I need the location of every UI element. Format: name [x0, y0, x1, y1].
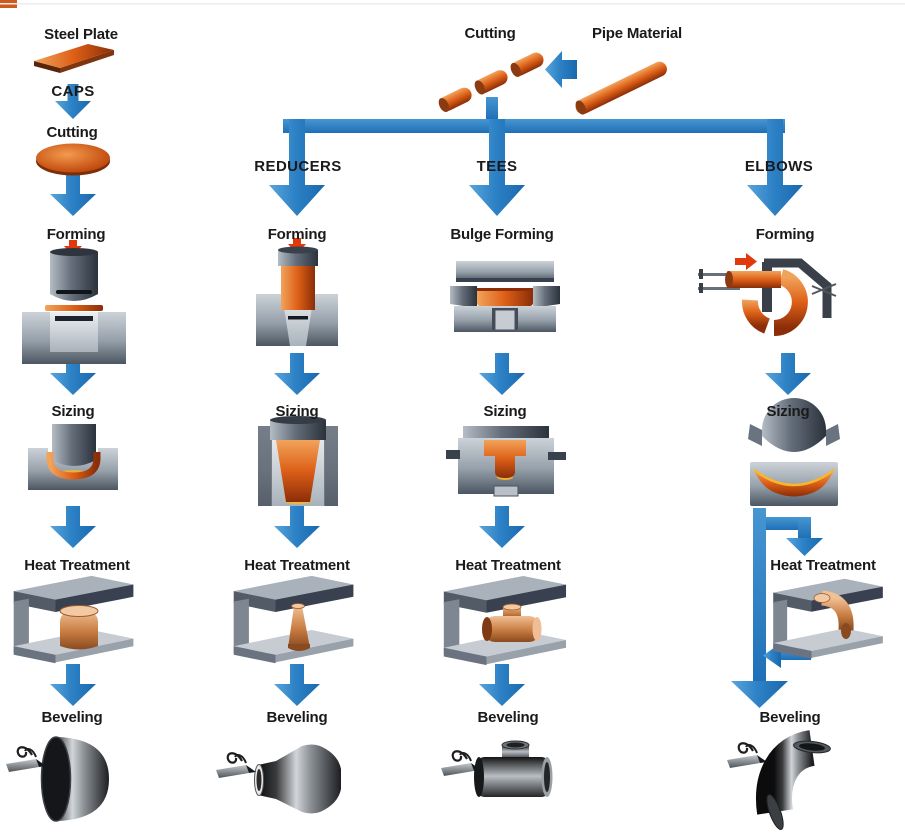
tees-sizing-to-heat-arrow-icon	[479, 506, 525, 548]
elbows-sizing-label: Sizing	[766, 403, 810, 420]
elbows-branch-arrow-icon	[747, 119, 803, 216]
caps-heat-treatment-label: Heat Treatment	[24, 557, 130, 574]
flow-connectors	[50, 51, 823, 708]
caps-forming-to-sizing-arrow-icon	[50, 353, 96, 395]
distribution-bar	[283, 119, 785, 133]
reducers-heat-treatment-label: Heat Treatment	[244, 557, 350, 574]
caps-heat-treatment-furnace-illustration	[13, 575, 134, 664]
top-edge-line	[0, 3, 905, 5]
steel-plate-illustration	[34, 44, 114, 73]
reducers-sizing-to-heat-arrow-icon	[274, 506, 320, 548]
tees-heat-to-beveling-arrow-icon	[479, 664, 525, 706]
header-pipe-material-label: Pipe Material	[592, 25, 682, 42]
feed-line	[486, 97, 498, 120]
press-direction-red-arrow-icon	[735, 253, 757, 270]
reducers-forming-label: Forming	[267, 226, 327, 243]
pipe-material-illustration	[575, 61, 667, 115]
left-arrow-icon	[545, 51, 577, 88]
beveling-tool-icon	[214, 752, 258, 780]
caps-sizing-press-illustration	[28, 424, 118, 490]
caps-sizing-to-heat-arrow-icon	[50, 506, 96, 548]
caps-beveling-label: Beveling	[41, 709, 103, 726]
tees-forming-label: Bulge Forming	[450, 226, 554, 243]
caps-cutting-disc-illustration	[36, 143, 110, 176]
elbows-beveling-label: Beveling	[759, 709, 821, 726]
press-direction-red-arrow-icon	[288, 238, 306, 254]
reducers-heat-treatment-furnace-illustration	[233, 575, 354, 664]
cut-pipes-illustration	[438, 52, 544, 113]
tees-beveling-label: Beveling	[477, 709, 539, 726]
tees-bulge-forming-press-illustration	[450, 261, 560, 332]
reducers-branch-arrow-icon	[269, 119, 325, 216]
press-direction-red-arrow-icon	[64, 240, 82, 256]
tees-heat-treatment-furnace-illustration	[443, 575, 567, 666]
reducers-sizing-label: Sizing	[275, 403, 319, 420]
elbows-heat-treatment-label: Heat Treatment	[770, 557, 876, 574]
elbows-main-line	[753, 508, 766, 684]
elbows-name-label: ELBOWS	[744, 158, 814, 175]
reducers-forming-press-illustration	[256, 238, 338, 346]
elbows-forming-label: Forming	[755, 226, 815, 243]
elbows-beveling-illustration	[725, 730, 831, 830]
elbows-forming-bender-illustration	[698, 253, 837, 336]
elbows-forming-to-sizing-arrow-icon	[765, 353, 811, 395]
reducers-heat-to-beveling-arrow-icon	[274, 664, 320, 706]
elbows-to-heat-drop	[798, 517, 811, 538]
reducers-beveling-illustration	[214, 744, 341, 814]
tees-name-label: TEES	[476, 158, 518, 175]
elbows-sizing-press-illustration	[748, 398, 840, 506]
reducers-sizing-press-illustration	[258, 416, 338, 506]
tees-sizing-label: Sizing	[483, 403, 527, 420]
caps-cutting-label: Cutting	[46, 124, 98, 141]
header-cutting-label: Cutting	[464, 25, 516, 42]
caps-branch-arrow-icon	[55, 84, 91, 119]
caps-name-label: CAPS	[51, 83, 95, 100]
caps-forming-label: Forming	[46, 226, 106, 243]
caps-forming-press-illustration	[22, 240, 126, 364]
caps-beveling-illustration	[4, 736, 109, 822]
tees-forming-to-sizing-arrow-icon	[479, 353, 525, 395]
caps-material-label: Steel Plate	[44, 26, 118, 43]
beveling-tool-icon	[4, 746, 48, 774]
caps-cutting-to-forming-arrow-icon	[50, 174, 96, 216]
elbows-to-heat-arrowhead-icon	[786, 538, 823, 556]
tees-sizing-press-illustration	[446, 426, 566, 497]
reducers-beveling-label: Beveling	[266, 709, 328, 726]
tees-beveling-illustration	[439, 740, 553, 797]
elbows-main-arrowhead-icon	[731, 681, 788, 708]
caps-heat-to-beveling-arrow-icon	[50, 664, 96, 706]
beveling-tool-icon	[725, 742, 769, 770]
tees-branch-arrow-icon	[469, 119, 525, 216]
tees-heat-treatment-label: Heat Treatment	[455, 557, 561, 574]
caps-sizing-label: Sizing	[51, 403, 95, 420]
reducers-name-label: REDUCERS	[254, 158, 342, 175]
reducers-forming-to-sizing-arrow-icon	[274, 353, 320, 395]
elbows-heat-treatment-furnace-illustration	[773, 578, 883, 659]
